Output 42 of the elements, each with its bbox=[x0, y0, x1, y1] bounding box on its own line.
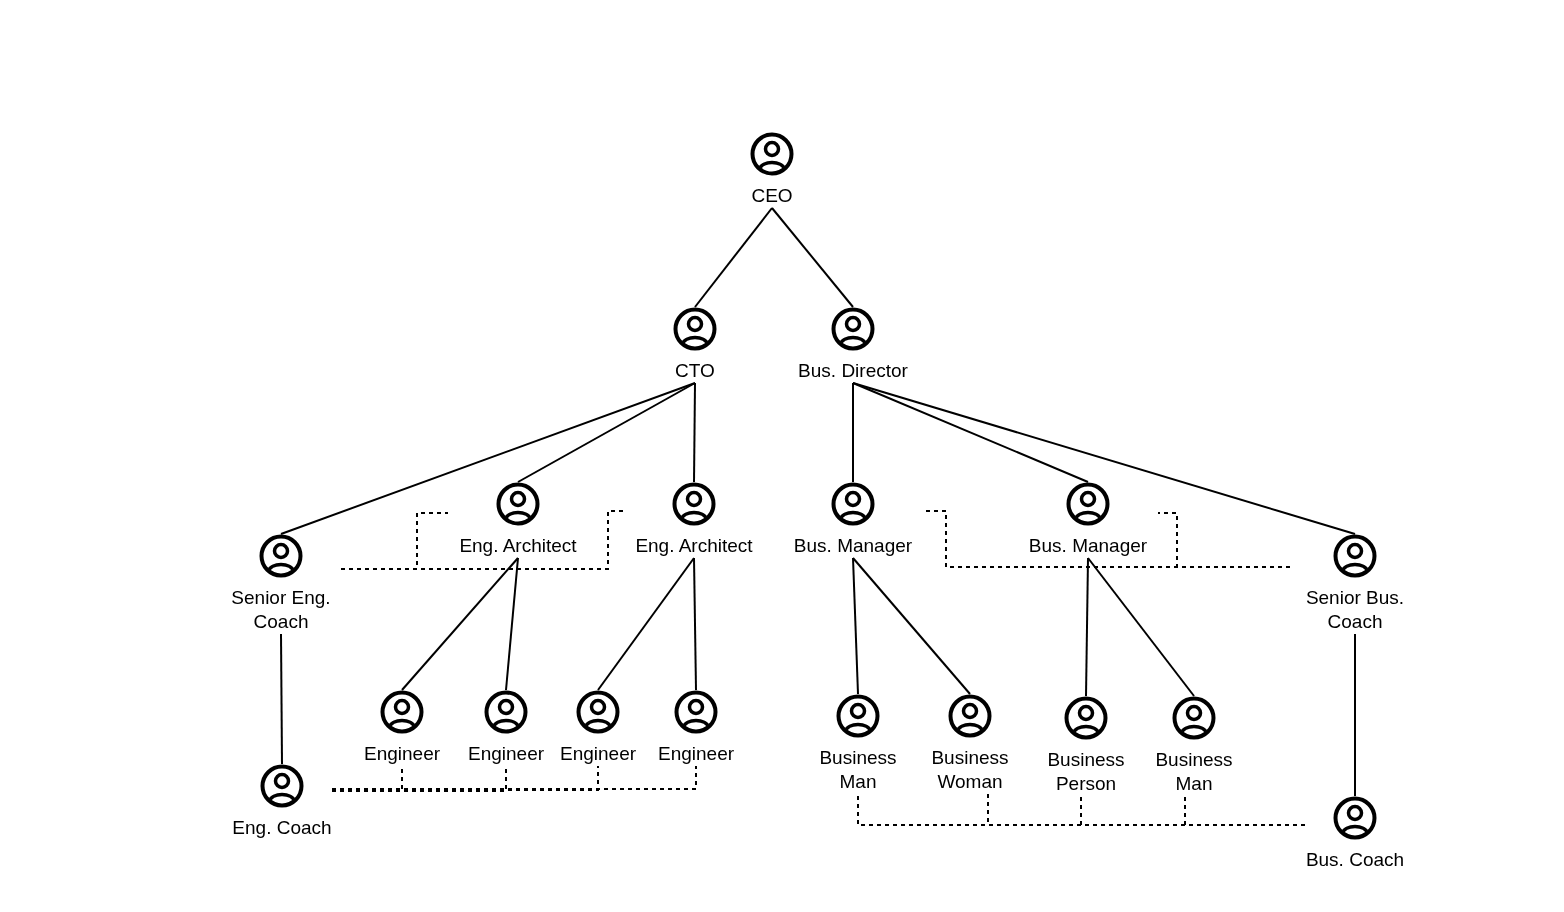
connector-line bbox=[693, 382, 696, 483]
connector-line bbox=[771, 207, 854, 308]
role-label: Business Woman bbox=[930, 746, 1010, 794]
role-label: Business Person bbox=[1046, 748, 1126, 796]
role-label: Business Man bbox=[818, 746, 898, 794]
connector-line bbox=[694, 207, 773, 308]
role-label: CEO bbox=[751, 184, 793, 208]
role-label: Engineer bbox=[657, 742, 735, 766]
role-label: Senior Bus. Coach bbox=[1304, 586, 1406, 634]
connector-line bbox=[1085, 557, 1089, 697]
connector-line bbox=[597, 557, 695, 691]
role-label: Bus. Manager bbox=[1028, 534, 1148, 558]
role-label: Senior Eng. Coach bbox=[230, 586, 332, 634]
role-label: Eng. Architect bbox=[635, 534, 753, 558]
connector-line bbox=[693, 557, 697, 691]
role-label: Engineer bbox=[559, 742, 637, 766]
role-label: Bus. Director bbox=[798, 359, 908, 383]
connector-line bbox=[517, 382, 696, 483]
dashed-connector bbox=[1184, 795, 1306, 826]
connector-line bbox=[505, 557, 519, 691]
dashed-connector bbox=[1157, 512, 1291, 568]
role-label: Eng. Coach bbox=[232, 816, 332, 840]
connector-line bbox=[852, 557, 859, 695]
role-label: Eng. Architect bbox=[459, 534, 577, 558]
dashed-connector bbox=[340, 510, 625, 570]
role-label: Business Man bbox=[1154, 748, 1234, 796]
dashed-connector bbox=[331, 765, 697, 790]
role-label: Bus. Coach bbox=[1305, 848, 1405, 872]
connector-line bbox=[852, 557, 971, 695]
connector-line bbox=[1087, 557, 1195, 697]
role-label: Engineer bbox=[363, 742, 441, 766]
role-label: Engineer bbox=[467, 742, 545, 766]
role-label: Bus. Manager bbox=[793, 534, 913, 558]
connector-line bbox=[852, 382, 1356, 535]
role-label: CTO bbox=[675, 359, 715, 383]
connector-line bbox=[401, 557, 519, 691]
dashed-connector bbox=[331, 765, 599, 791]
connector-line bbox=[852, 382, 1089, 483]
connector-line bbox=[280, 633, 283, 765]
connector-line bbox=[280, 382, 696, 535]
connector-line bbox=[1354, 633, 1356, 797]
connector-line bbox=[852, 382, 854, 483]
